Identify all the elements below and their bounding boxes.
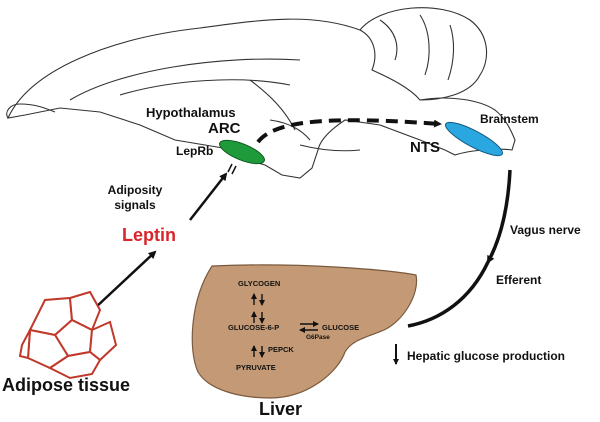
brain-outline xyxy=(6,7,516,179)
g6pase-label: G6Pase xyxy=(306,334,330,341)
adiposity-signals-line2: signals xyxy=(114,198,156,212)
leptin-label: Leptin xyxy=(122,225,176,245)
adipose-to-leptin-arrow xyxy=(94,250,157,309)
arc-label: ARC xyxy=(208,120,241,137)
glucose-label: GLUCOSE xyxy=(322,323,360,332)
arc-to-nts-arrow xyxy=(256,118,442,144)
leprb-receptor-mark xyxy=(227,163,237,175)
pyruvate-label: PYRUVATE xyxy=(236,363,276,372)
adipocyte-cluster xyxy=(18,290,118,380)
glucose-6-p-label: GLUCOSE-6-P xyxy=(228,323,280,332)
pathway-arrows xyxy=(251,293,319,358)
glycogen-label: GLYCOGEN xyxy=(238,279,281,288)
vagus-nerve-label: Vagus nerve xyxy=(510,223,581,237)
adiposity-signals-label: Adiposity signals xyxy=(100,184,170,211)
hypothalamus-label: Hypothalamus xyxy=(146,105,236,120)
efferent-path xyxy=(407,261,490,328)
adiposity-signals-line1: Adiposity xyxy=(107,183,163,197)
arc-nucleus-shape xyxy=(219,139,265,165)
pepck-label: PEPCK xyxy=(268,345,294,354)
leprb-label: LepRb xyxy=(176,144,214,158)
adipose-tissue-label: Adipose tissue xyxy=(2,375,131,395)
liver-label: Liver xyxy=(259,399,303,419)
liver-shape xyxy=(191,264,418,399)
nts-label: NTS xyxy=(410,139,440,156)
efferent-label: Efferent xyxy=(496,273,542,287)
leptin-to-arc-arrow xyxy=(189,172,228,221)
nts-nucleus-shape xyxy=(444,121,504,157)
hepatic-glucose-production-label: Hepatic glucose production xyxy=(407,349,566,363)
vagus-nerve-arrow xyxy=(486,169,512,264)
brainstem-label: Brainstem xyxy=(480,112,539,126)
